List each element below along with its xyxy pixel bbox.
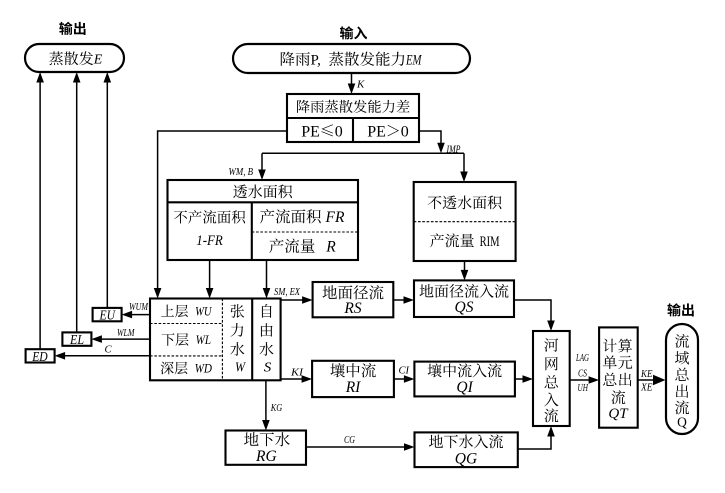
- svg-text:0: 0: [401, 123, 409, 140]
- svg-text:RI: RI: [345, 379, 361, 396]
- svg-text:WU: WU: [195, 305, 212, 319]
- svg-text:WL: WL: [196, 333, 211, 347]
- svg-text:XE: XE: [640, 383, 653, 394]
- svg-text:QG: QG: [455, 451, 477, 468]
- svg-text:PE: PE: [301, 123, 320, 140]
- svg-text:W: W: [235, 361, 246, 376]
- svg-text:QS: QS: [455, 299, 474, 316]
- svg-text:RIM: RIM: [480, 234, 500, 250]
- svg-text:RG: RG: [255, 448, 277, 465]
- svg-text:UH: UH: [578, 383, 589, 394]
- svg-text:WUM: WUM: [129, 302, 149, 313]
- svg-text:QT: QT: [608, 406, 629, 422]
- svg-text:1-FR: 1-FR: [196, 233, 223, 249]
- svg-text:CS: CS: [578, 369, 587, 380]
- svg-text:WD: WD: [195, 362, 212, 376]
- svg-text:QI: QI: [456, 379, 473, 396]
- svg-text:KG: KG: [270, 402, 282, 414]
- svg-text:FR: FR: [325, 209, 345, 226]
- svg-text:PE: PE: [367, 123, 386, 140]
- svg-text:CI: CI: [399, 365, 411, 377]
- svg-text:EU: EU: [99, 308, 116, 323]
- svg-text:LAG: LAG: [575, 353, 589, 364]
- svg-text:CG: CG: [344, 434, 355, 446]
- svg-text:S: S: [264, 361, 272, 376]
- svg-text:EM: EM: [405, 52, 422, 68]
- svg-text:SM, EX: SM, EX: [274, 286, 301, 298]
- svg-text:IMP: IMP: [446, 144, 461, 156]
- svg-text:WM, B: WM, B: [229, 166, 254, 178]
- svg-text:C: C: [105, 345, 113, 356]
- svg-text:ED: ED: [31, 349, 48, 364]
- svg-text:KE: KE: [640, 369, 653, 380]
- svg-text:R: R: [325, 239, 336, 256]
- svg-text:E: E: [93, 53, 103, 68]
- svg-text:P,: P,: [311, 53, 321, 69]
- svg-text:0: 0: [335, 123, 343, 140]
- svg-text:KI: KI: [290, 367, 305, 379]
- svg-text:WLM: WLM: [117, 328, 135, 339]
- svg-text:EL: EL: [69, 332, 84, 347]
- svg-text:RS: RS: [343, 300, 361, 317]
- svg-text:K: K: [356, 79, 365, 91]
- svg-text:Q: Q: [677, 415, 687, 430]
